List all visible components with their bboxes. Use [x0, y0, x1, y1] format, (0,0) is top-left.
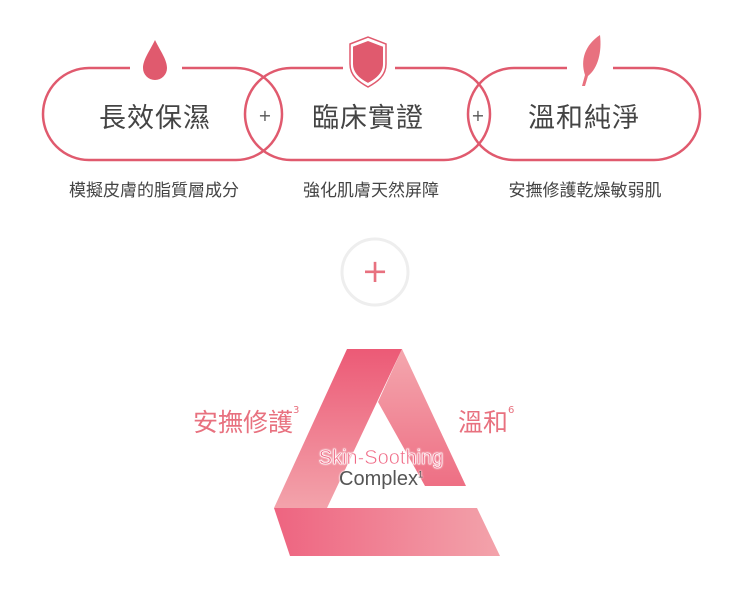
plus-joiner-2: +: [471, 106, 485, 125]
triangle-right-leg: [378, 349, 466, 486]
feature-title-3: 溫和純淨: [528, 103, 640, 134]
shield-icon: [351, 38, 385, 86]
complex-name-line2: Complex1: [339, 468, 423, 490]
feature-desc-1: 模擬皮膚的脂質層成分: [69, 181, 239, 201]
complex-name-line1: Skin-Soothing: [318, 447, 444, 470]
triangle-bottom-bar: [274, 508, 500, 556]
feature-title-2: 臨床實證: [312, 103, 424, 134]
pill-outline-2: [243, 66, 492, 162]
water-drop-icon: [143, 40, 167, 80]
triangle-left-leg: [274, 349, 402, 508]
center-plus: +: [361, 252, 389, 290]
pill-outline-1: [41, 66, 284, 162]
center-plus-circle: [340, 237, 410, 307]
triangle-right-label: 溫和6: [458, 405, 515, 437]
feature-desc-2: 強化肌膚天然屏障: [303, 181, 439, 201]
triangle-left-label: 安撫修護3: [193, 405, 300, 437]
feature-desc-3: 安撫修護乾燥敏弱肌: [508, 181, 662, 201]
feather-icon: [582, 35, 601, 86]
feature-title-1: 長效保濕: [99, 103, 211, 134]
pill-outline-3: [466, 66, 702, 162]
plus-joiner-1: +: [258, 106, 272, 125]
shield-border: [349, 36, 387, 88]
